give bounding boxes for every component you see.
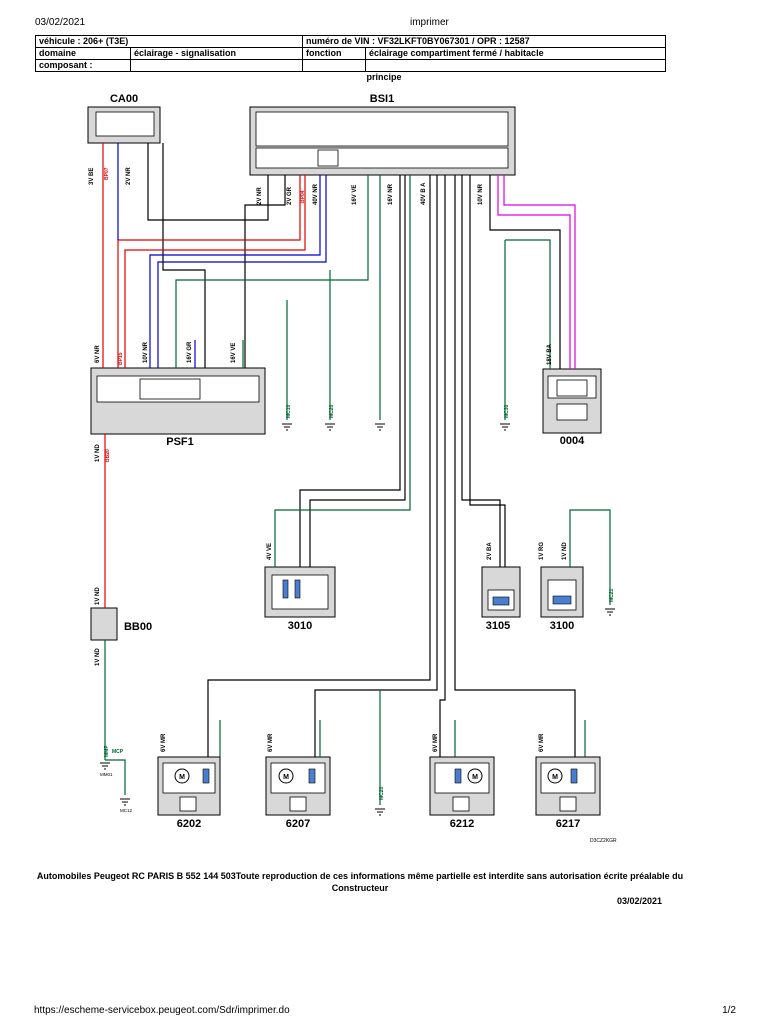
conn-psf1-e: 1V ND xyxy=(95,444,101,462)
page-url: https://escheme-servicebox.peugeot.com/S… xyxy=(34,1005,290,1016)
conn-3010: 4V VE xyxy=(267,543,273,560)
conn-bsi1-e: 16V NR xyxy=(388,183,394,205)
diagram-title: principe xyxy=(366,72,402,82)
svg-text:M: M xyxy=(472,774,478,781)
bb00-box xyxy=(90,607,118,641)
label-bb00: BB00 xyxy=(124,621,152,633)
label-3100: 3100 xyxy=(550,620,574,632)
ground-mc20-b: MC20 xyxy=(379,786,385,800)
conn-bsi1-f: 40V B A xyxy=(421,182,427,205)
conn-0004: 18V BA xyxy=(547,343,553,365)
label-ca00: CA00 xyxy=(110,93,138,105)
label-psf1: PSF1 xyxy=(166,436,194,448)
component-label: composant : xyxy=(35,59,131,72)
footer-date: 03/02/2021 xyxy=(616,896,662,906)
ground-mcp: MCP xyxy=(112,749,124,755)
ground-mc30: MC30 xyxy=(504,404,510,418)
conn-bsi1-d: 16V VE xyxy=(352,185,358,205)
label-3105: 3105 xyxy=(486,620,510,632)
label-6202: 6202 xyxy=(177,818,201,830)
label-6212: 6212 xyxy=(450,818,474,830)
wire-bp04: BP04 xyxy=(300,190,306,203)
svg-text:M: M xyxy=(283,774,289,781)
conn-ca00-b: 2V NR xyxy=(126,167,132,185)
label-bsi1: BSI1 xyxy=(370,93,394,105)
vehicle-info-table: véhicule : 206+ (T3E) numéro de VIN : VF… xyxy=(35,35,666,72)
conn-bsi1-a: 2V NR xyxy=(257,187,263,205)
wire-bp15: BP15 xyxy=(118,352,124,365)
conn-3100-b: 1V ND xyxy=(562,542,568,560)
conn-psf1-a: 6V NR xyxy=(95,345,101,363)
conn-3100-a: 1V RG xyxy=(539,542,545,560)
page-number: 1/2 xyxy=(722,1005,736,1016)
conn-6212: 6V MR xyxy=(433,733,439,752)
conn-psf1-c: 16V GR xyxy=(187,341,193,363)
ground-mc21: MC21 xyxy=(609,588,615,602)
wire-bb20: BB20 xyxy=(105,449,111,462)
conn-psf1-b: 10V NR xyxy=(143,341,149,363)
conn-6207: 6V MR xyxy=(268,733,274,752)
conn-6202: 6V MR xyxy=(161,733,167,752)
conn-6217: 6V MR xyxy=(539,733,545,752)
label-0004: 0004 xyxy=(560,435,585,447)
conn-bsi1-c: 40V NR xyxy=(313,183,319,205)
conn-bsi1-b: 2V GR xyxy=(287,186,293,205)
print-title: imprimer xyxy=(410,17,449,28)
conn-bb00-b: 1V ND xyxy=(95,648,101,666)
wire-bp07: BP07 xyxy=(104,167,110,180)
ground-mmp: MMP xyxy=(104,745,110,757)
ground-mc12: MC12 xyxy=(120,808,133,813)
conn-ca00: 3V BE xyxy=(89,168,95,185)
empty-cell xyxy=(365,59,666,72)
ground-mc20: MC20 xyxy=(329,404,335,418)
label-6217: 6217 xyxy=(556,818,580,830)
print-date: 03/02/2021 xyxy=(35,17,86,28)
conn-3105: 2V BA xyxy=(487,542,493,560)
svg-text:M: M xyxy=(552,774,558,781)
label-3010: 3010 xyxy=(288,620,312,632)
conn-psf1-d: 16V VE xyxy=(231,343,237,363)
conn-bsi1-g: 10V NR xyxy=(478,183,484,205)
diagram-reference: D3CZ2KGR xyxy=(590,838,617,844)
copyright-notice: Automobiles Peugeot RC PARIS B 552 144 5… xyxy=(36,871,684,893)
ground-mm01: MM01 xyxy=(100,772,113,777)
svg-text:M: M xyxy=(179,774,185,781)
ground-mc10: MC10 xyxy=(286,404,292,418)
conn-bb00-a: 1V ND xyxy=(95,587,101,605)
label-6207: 6207 xyxy=(286,818,310,830)
